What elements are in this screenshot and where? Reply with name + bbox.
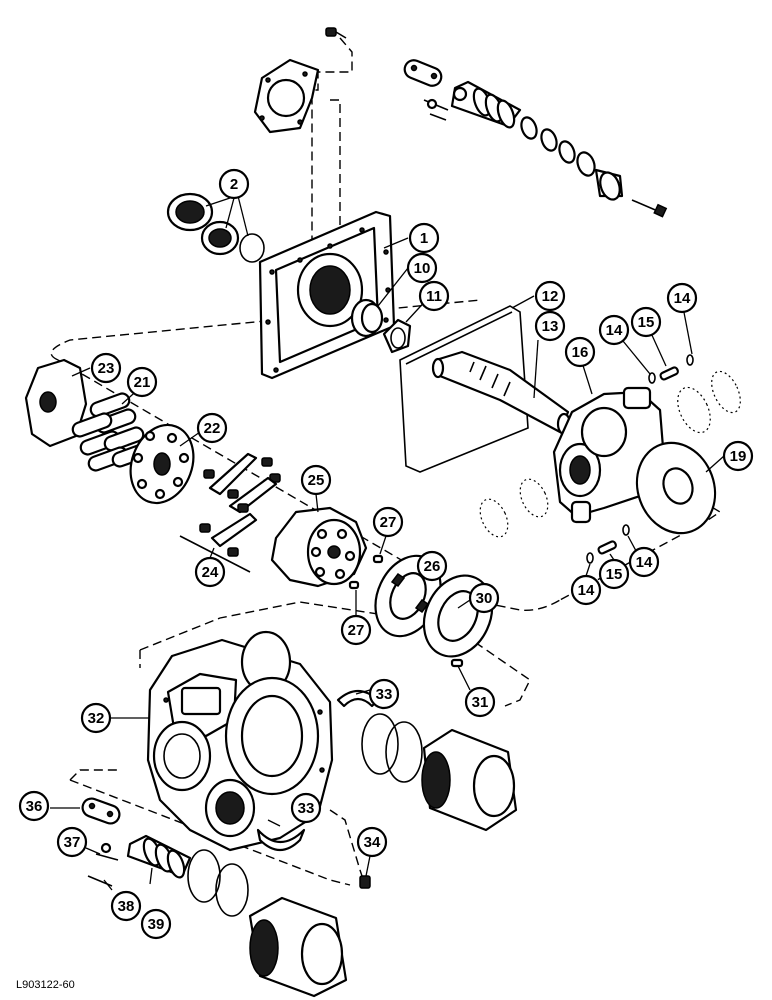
callout-30: 30 (468, 582, 500, 614)
callout-38: 38 (110, 890, 142, 922)
callout-36: 36 (18, 790, 50, 822)
callout-label: 33 (298, 800, 315, 817)
callout-22: 22 (196, 412, 228, 444)
large-o-rings (187, 713, 423, 917)
end-cap-bottom (248, 896, 348, 998)
callout-label: 23 (98, 360, 115, 377)
cover-gasket-top (253, 58, 320, 134)
callout-25: 25 (300, 464, 332, 496)
upper-pin-rings (648, 354, 694, 384)
housing-gasket (399, 305, 529, 473)
callout-label: 31 (472, 694, 489, 711)
callout-21: 21 (126, 366, 158, 398)
callout-14-upper-a: 14 (666, 282, 698, 314)
callout-label: 36 (26, 798, 43, 815)
top-screw (325, 27, 347, 39)
callout-34: 34 (356, 826, 388, 858)
callout-1: 1 (408, 222, 440, 254)
lower-pin-rings (586, 524, 630, 564)
callout-23: 23 (90, 352, 122, 384)
callout-14-lower-a: 14 (570, 574, 602, 606)
callout-24: 24 (194, 556, 226, 588)
servo-piston-assembly (403, 59, 668, 218)
plate-pin (450, 658, 464, 668)
callout-label: 14 (578, 582, 595, 599)
callout-label: 19 (730, 448, 747, 465)
callout-label: 11 (426, 288, 442, 305)
callout-label: 25 (308, 472, 325, 489)
drive-shaft (431, 350, 572, 436)
callout-label: 15 (606, 566, 623, 583)
tapered-bearing (382, 318, 412, 354)
end-cap-right (421, 728, 518, 832)
callout-27-lower: 27 (340, 614, 372, 646)
swashplate-bearings-dotted (479, 370, 741, 538)
callout-label: 34 (364, 834, 381, 851)
callout-32: 32 (80, 702, 112, 734)
callout-label: 14 (674, 290, 691, 307)
callout-label: 32 (88, 710, 105, 727)
callout-15-lower: 15 (598, 558, 630, 590)
callout-33-upper: 33 (368, 678, 400, 710)
main-housing (146, 630, 334, 852)
callout-14-upper-b: 14 (598, 314, 630, 346)
callout-11: 11 (418, 280, 450, 312)
callout-label: 39 (148, 916, 165, 933)
callout-27-upper: 27 (372, 506, 404, 538)
callout-16: 16 (564, 336, 596, 368)
callout-39: 39 (140, 908, 172, 940)
callout-10: 10 (406, 252, 438, 284)
callout-label: 22 (204, 420, 221, 437)
callout-label: 24 (202, 564, 219, 581)
cylinder-block (270, 506, 368, 588)
figure-reference: L903122-60 (16, 979, 75, 991)
callout-37: 37 (56, 826, 88, 858)
callout-label: 10 (414, 260, 431, 277)
callout-label: 16 (572, 344, 589, 361)
callout-label: 14 (636, 554, 653, 571)
piston-retainer-plate (129, 423, 195, 505)
retainer-plate (24, 358, 88, 448)
callout-label: 15 (638, 314, 655, 331)
callout-label: 27 (380, 514, 397, 531)
callout-label: 21 (134, 374, 151, 391)
callout-label: 38 (118, 898, 135, 915)
bracket-screws (179, 452, 281, 573)
callout-13: 13 (534, 310, 566, 342)
callout-19: 19 (722, 440, 754, 472)
callout-label: 33 (376, 686, 393, 703)
callout-label: 1 (420, 230, 428, 247)
callout-label: 13 (542, 318, 559, 335)
callout-26: 26 (416, 550, 448, 582)
callout-label: 30 (476, 590, 493, 607)
callout-label: 26 (424, 558, 441, 575)
half-seals (256, 689, 380, 852)
callout-12: 12 (534, 280, 566, 312)
cover-plate (258, 210, 396, 380)
callout-label: 2 (230, 176, 238, 193)
callout-label: 14 (606, 322, 623, 339)
callout-15-upper: 15 (630, 306, 662, 338)
callout-label: 27 (348, 622, 365, 639)
housing-screw (359, 875, 371, 889)
callout-31: 31 (464, 686, 496, 718)
callout-2: 2 (218, 168, 250, 200)
callout-label: 37 (64, 834, 81, 851)
callout-33-lower: 33 (290, 792, 322, 824)
bearing-race (350, 298, 384, 338)
thrust-plate (635, 441, 717, 535)
shaft-seals (166, 192, 265, 263)
dowel-pins (348, 554, 384, 590)
callout-14-lower-b: 14 (628, 546, 660, 578)
callout-label: 12 (542, 288, 559, 305)
